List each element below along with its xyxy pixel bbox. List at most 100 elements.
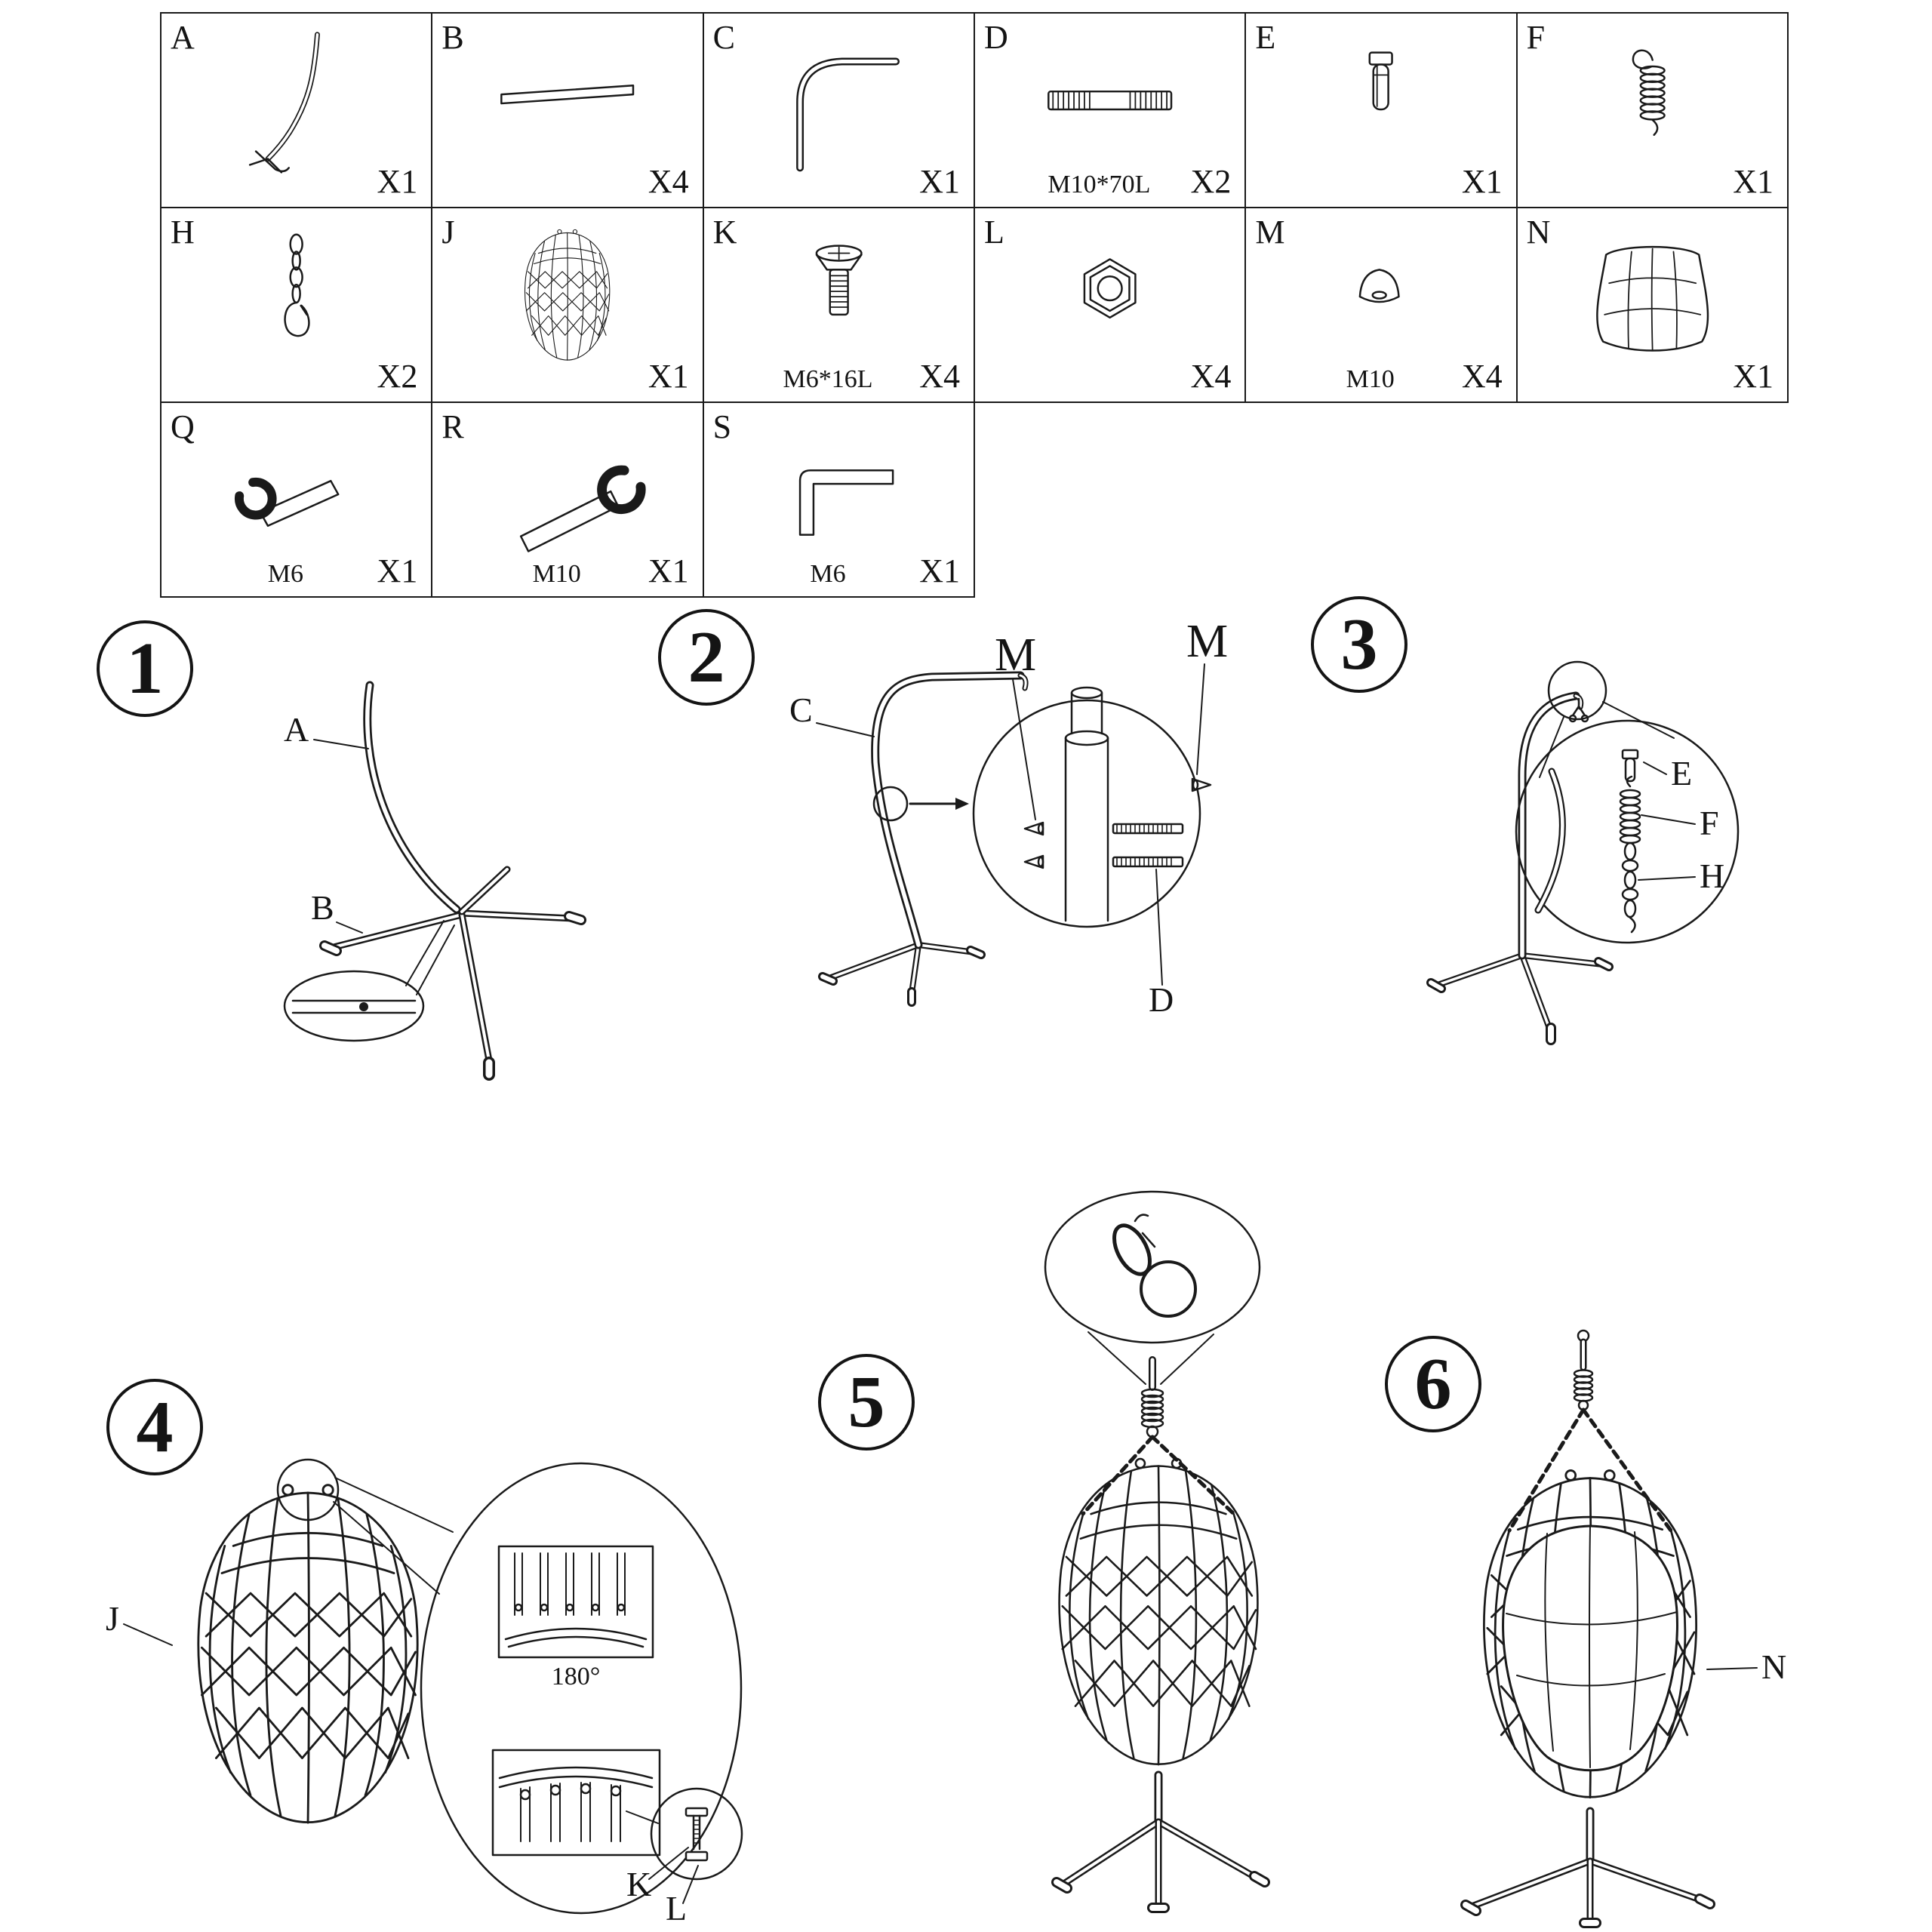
part-spec: M6 [267, 560, 303, 588]
callout-lines [333, 1477, 454, 1595]
curved-pole-icon [795, 57, 900, 172]
part-id: R [441, 408, 464, 445]
base-drawing [319, 681, 586, 1081]
step-number: 5 [848, 1361, 885, 1443]
spring-icon [1632, 49, 1666, 136]
label-n: N [1761, 1647, 1786, 1686]
part-cell-s: S M6 X1 [703, 403, 975, 598]
part-id: J [441, 214, 455, 251]
part-cell-n: N X1 [1517, 208, 1789, 403]
part-spec: M10 [532, 560, 581, 588]
part-id: M [1255, 214, 1285, 251]
part-cell-d: D M10*70L X2 [975, 14, 1247, 208]
parts-table: A X1 B X4 C X1 D M10*70L [160, 12, 1789, 598]
chain-icon [284, 233, 310, 337]
stand-drawing [818, 671, 1029, 1007]
label-k: K [626, 1865, 651, 1903]
egg-chair-drawing [197, 1484, 419, 1824]
label-j: J [106, 1599, 119, 1638]
leader-l [682, 1865, 699, 1904]
step-1-figure: A B [283, 681, 586, 1081]
label-c: C [789, 691, 813, 729]
chain-left [1507, 1407, 1586, 1533]
cap-nut-icon [1358, 269, 1401, 303]
step-1-badge: 1 [97, 620, 193, 717]
part-id: H [171, 214, 195, 251]
step-number: 3 [1340, 604, 1378, 685]
stand-drawing [1426, 691, 1614, 1045]
part-cell-e: E X1 [1246, 14, 1518, 208]
part-cell-k: K M6*16L X4 [703, 208, 975, 403]
part-qty: X4 [1461, 358, 1503, 395]
part-qty: X1 [377, 552, 418, 589]
part-id: L [984, 214, 1004, 251]
part-qty: X4 [919, 358, 960, 395]
label-angle: 180° [552, 1663, 601, 1690]
threaded-rod-icon [1048, 90, 1173, 111]
part-cell-q: Q M6 X1 [162, 403, 433, 598]
straight-tube-icon [500, 85, 635, 105]
part-id: S [712, 408, 732, 445]
step-6-figure: N [1460, 1329, 1786, 1928]
leader-h [1638, 876, 1696, 881]
pin-bolt-icon [1368, 51, 1394, 111]
step-number: 1 [126, 628, 164, 709]
chain-right [1150, 1435, 1236, 1516]
part-cell-f: F X1 [1517, 14, 1789, 208]
cushion-drawing [1502, 1524, 1678, 1772]
hanging-hardware [1507, 1329, 1673, 1533]
step-number: 6 [1414, 1343, 1452, 1425]
part-id: E [1255, 19, 1276, 56]
part-qty: X1 [648, 358, 689, 395]
label-a: A [284, 710, 309, 749]
label-h: H [1700, 857, 1724, 895]
part-id: A [171, 19, 195, 56]
joint-detail-callout [972, 686, 1212, 928]
part-spec: M6*16L [783, 365, 873, 393]
part-qty: X2 [1190, 163, 1232, 200]
cushion-icon [1595, 245, 1709, 352]
wrench-small-icon [235, 477, 340, 527]
part-qty: X1 [919, 163, 960, 200]
hanger-detail-callout [1515, 719, 1740, 944]
leader-j [123, 1623, 173, 1646]
label-b: B [311, 888, 334, 927]
step-3-figure: E F H [1426, 660, 1740, 1045]
chain-right [1581, 1407, 1673, 1533]
leader-b [336, 921, 363, 934]
zoom-marker-circle [872, 786, 909, 822]
stand-base-drawing [1051, 1770, 1270, 1913]
part-id: Q [171, 408, 195, 445]
part-qty: X2 [377, 358, 418, 395]
top-hooks-callout [276, 1458, 340, 1521]
step-5-badge: 5 [818, 1354, 915, 1451]
step-4-badge: 4 [106, 1379, 203, 1475]
label-m1: M [995, 629, 1036, 681]
leader-m2 [1196, 663, 1205, 775]
hex-nut-icon [1083, 258, 1137, 319]
part-id: D [984, 19, 1008, 56]
part-spec: M10 [1346, 365, 1395, 393]
part-qty: X1 [1461, 163, 1503, 200]
countersunk-bolt-icon [815, 245, 863, 316]
label-d: D [1149, 980, 1174, 1019]
part-cell-a: A X1 [162, 14, 433, 208]
tip-callout [1539, 660, 1675, 778]
leader-c [816, 722, 875, 737]
part-qty: X1 [919, 552, 960, 589]
step-6-badge: 6 [1385, 1336, 1481, 1432]
part-id: C [712, 19, 736, 56]
step-3-badge: 3 [1311, 596, 1407, 693]
carabiner-detail-callout [1044, 1190, 1261, 1385]
label-m2: M [1186, 616, 1228, 667]
allen-key-icon [798, 469, 894, 536]
leader-k [648, 1847, 689, 1880]
leader-e [1643, 761, 1667, 775]
label-f: F [1700, 804, 1719, 842]
part-qty: X1 [1733, 358, 1774, 395]
part-id: N [1526, 214, 1551, 251]
step-2-figure: M M D C [789, 616, 1228, 1019]
step-number: 2 [688, 617, 725, 698]
bracket-detail-callout [420, 1462, 743, 1915]
